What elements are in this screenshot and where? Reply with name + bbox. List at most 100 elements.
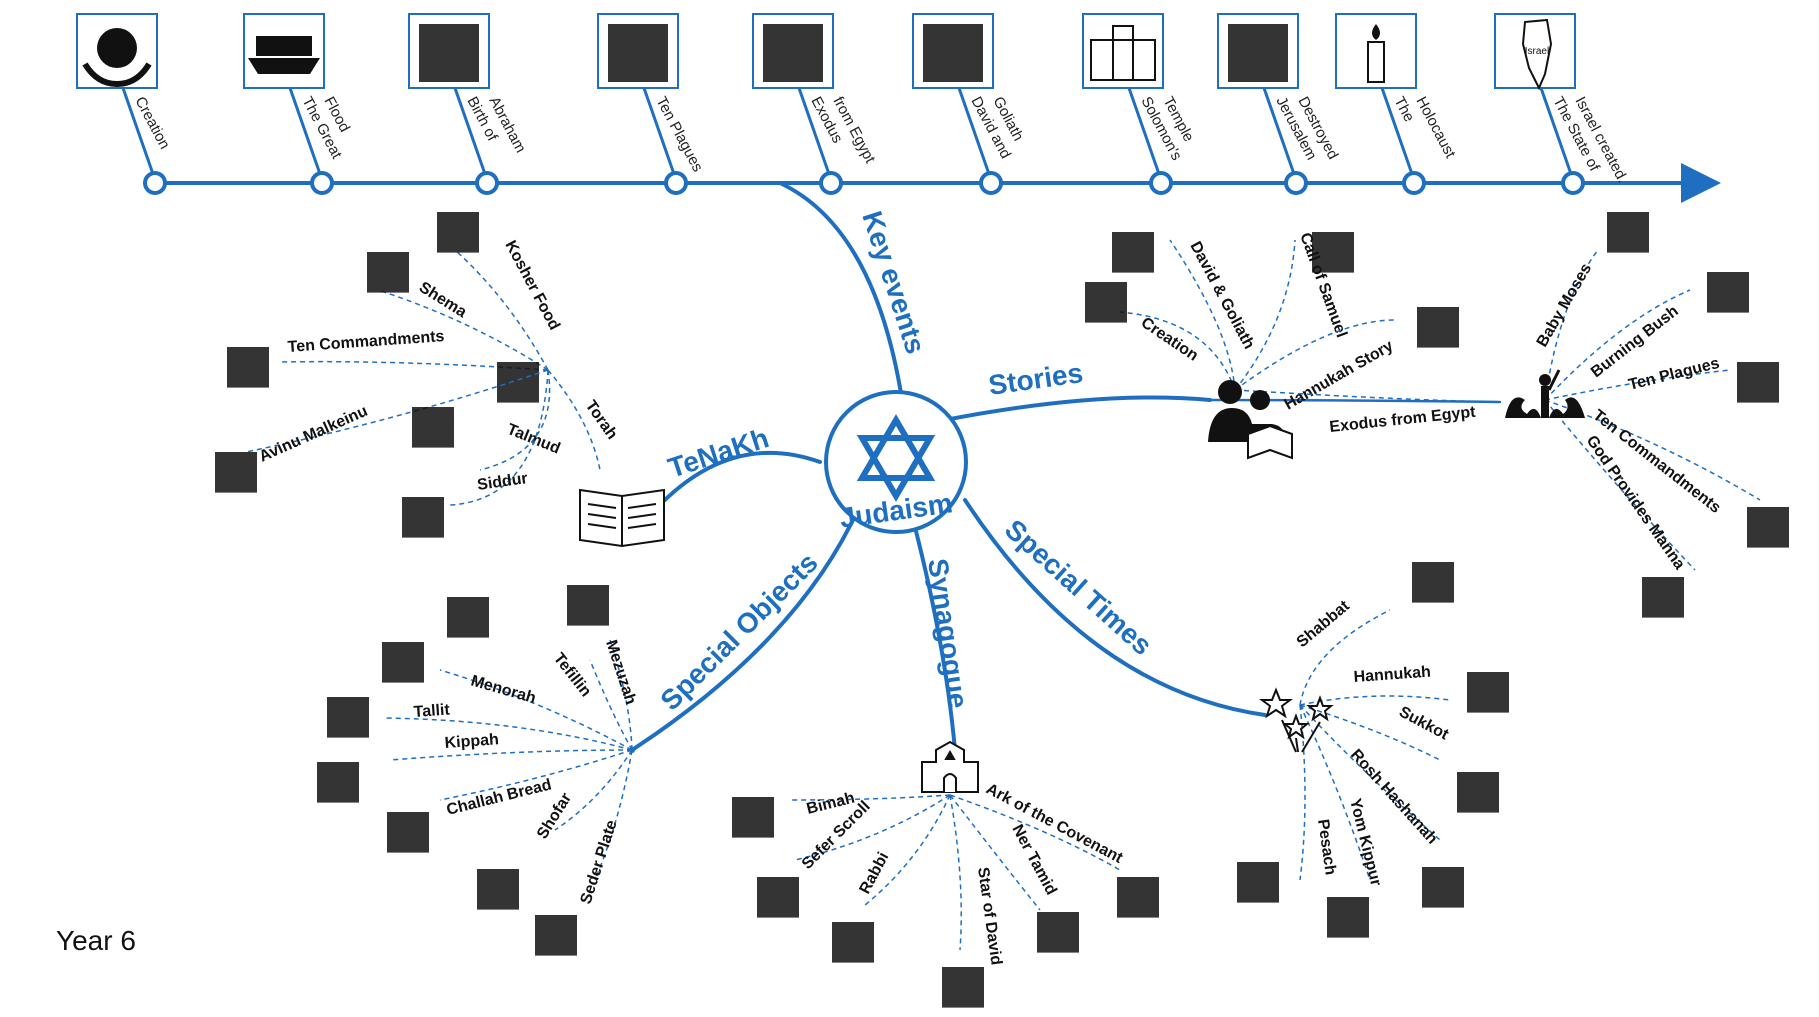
leaf-picture-icon	[477, 869, 519, 910]
israel-map-icon: Israel	[1494, 13, 1576, 91]
timeline-node	[310, 171, 334, 195]
timeline-node	[475, 171, 499, 195]
branch-special-objects	[630, 503, 862, 752]
leaf-picture-icon	[1747, 507, 1789, 548]
globe-in-hands-icon	[76, 13, 158, 89]
leaf-label: Yom Kippur	[1346, 797, 1384, 888]
leaf-label: Avinu Malkeinu	[257, 403, 371, 466]
ruins-icon	[1217, 13, 1299, 89]
leaf-picture-icon	[1117, 877, 1159, 918]
leaf-item: Tallit	[327, 697, 633, 751]
leaf-picture-icon	[437, 212, 479, 253]
leaf-picture-icon	[942, 967, 984, 1008]
branch-stories	[943, 395, 1212, 422]
timeline-node	[664, 171, 688, 195]
abraham-icon	[408, 13, 490, 89]
synagogue-icon	[921, 740, 979, 793]
leaf-label: Creation	[1138, 314, 1201, 364]
branch-label-synagogue: Synagogue	[922, 557, 974, 711]
timeline-node	[1284, 171, 1308, 195]
leaf-label: Exodus from Egypt	[1329, 404, 1477, 436]
timeline-node	[1402, 171, 1426, 195]
leaf-label: Rabbi	[857, 850, 893, 897]
branch-label-stories: Stories	[987, 357, 1085, 401]
leaf-picture-icon	[227, 347, 269, 388]
ark-icon	[243, 13, 325, 89]
branch-label-special-objects: Special Objects	[654, 547, 823, 716]
year-label: Year 6	[56, 925, 136, 956]
leaf-picture-icon	[1457, 772, 1499, 813]
branch-tenakh	[653, 450, 822, 512]
branch-synagogue	[908, 506, 957, 752]
leaves-objects-items: MezuzahTefillinMenorahTallitKippahChalla…	[317, 585, 639, 956]
branch-label-special-times: Special Times	[999, 513, 1158, 661]
leaf-item: Ten Plagues	[1544, 355, 1779, 403]
leaf-picture-icon	[1327, 897, 1369, 938]
timeline-node	[979, 171, 1003, 195]
leaf-picture-icon	[1237, 862, 1279, 903]
candle-icon	[1335, 13, 1417, 89]
leaf-picture-icon	[1037, 912, 1079, 953]
fireworks-icon	[1259, 687, 1334, 753]
leaf-picture-icon	[497, 362, 539, 403]
leaf-label: Talmud	[505, 421, 563, 458]
leaf-label: Kippah	[444, 731, 499, 752]
leaf-item: Sefer Scroll	[757, 794, 951, 918]
leaf-picture-icon	[412, 407, 454, 448]
leaf-item: Torah	[497, 362, 621, 471]
leaf-label: Pesach	[1314, 818, 1339, 876]
leaf-picture-icon	[1707, 272, 1749, 313]
israel-map-label: Israel	[1525, 46, 1549, 57]
leaf-picture-icon	[1412, 562, 1454, 603]
leaf-picture-icon	[757, 877, 799, 918]
leaf-picture-icon	[1467, 672, 1509, 713]
timeline-node	[143, 171, 167, 195]
exodus-icon	[752, 13, 834, 89]
open-book-icon	[579, 488, 665, 548]
timeline-label: Holocaust	[1412, 94, 1459, 162]
leaf-picture-icon	[1737, 362, 1779, 403]
leaf-label: Ark of the Covenant	[983, 781, 1126, 868]
leaf-item: Creation	[1085, 282, 1236, 391]
parting-sea-icon	[1505, 369, 1585, 418]
center-node: Judaism	[824, 390, 968, 534]
leaf-label: Tallit	[413, 701, 451, 721]
leaf-label: Siddur	[476, 470, 529, 494]
leaf-picture-icon	[535, 915, 577, 956]
leaf-label: Star of David	[974, 866, 1005, 966]
leaf-picture-icon	[215, 452, 257, 493]
branch-exodus-ext	[1208, 398, 1502, 404]
leaf-label: Seder Plate	[578, 818, 621, 906]
leaf-picture-icon	[1422, 867, 1464, 908]
leaf-picture-icon	[1642, 577, 1684, 618]
leaf-label: Torah	[582, 398, 621, 443]
leaf-label: Mezuzah	[602, 638, 639, 707]
objects-hub	[629, 747, 635, 753]
leaf-label: Menorah	[469, 673, 538, 708]
leaf-picture-icon	[367, 252, 409, 293]
leaf-label: Ten Plagues	[1627, 355, 1722, 394]
star-of-david-icon	[856, 414, 936, 502]
leaf-picture-icon	[567, 585, 609, 626]
leaf-picture-icon	[447, 597, 489, 638]
leaf-picture-icon	[1085, 282, 1127, 323]
leaf-picture-icon	[317, 762, 359, 803]
timeline-label: Creation	[131, 94, 173, 152]
leaf-label: Tefillin	[550, 650, 594, 700]
leaf-picture-icon	[327, 697, 369, 738]
leaf-picture-icon	[1417, 307, 1459, 348]
leaf-label: Ner Tamid	[1008, 822, 1059, 898]
leaf-item: Hannukah	[1299, 664, 1509, 713]
leaf-item: Menorah	[382, 642, 633, 751]
